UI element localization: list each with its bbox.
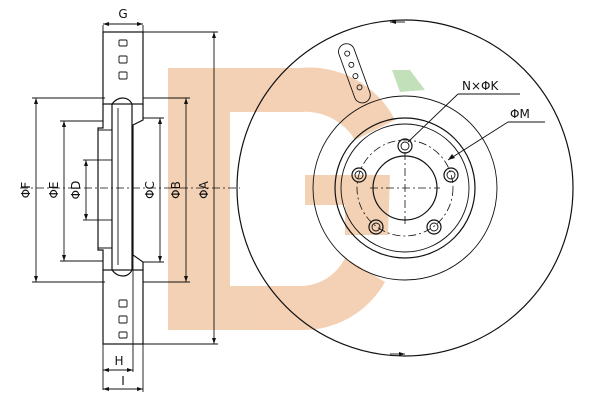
label-d: ΦD: [69, 181, 83, 200]
label-e: ΦE: [47, 181, 61, 198]
side-section-view: [20, 31, 240, 345]
watermark-arc-bottom: [230, 258, 385, 331]
watermark-arc-top: [230, 67, 395, 140]
leader-nk: [407, 93, 459, 143]
hat-outline-right: [132, 104, 144, 270]
leader-m: [447, 121, 509, 161]
label-c: ΦC: [143, 181, 157, 199]
drill-slot-pattern: [338, 43, 371, 104]
rotation-arrow-bottom: [390, 352, 405, 356]
label-h: H: [114, 354, 123, 368]
bolt-circle: [356, 139, 454, 237]
hub-face: [98, 129, 112, 249]
ring-section-bottom: [102, 269, 144, 345]
hat-wall: [111, 97, 133, 277]
label-b: ΦB: [169, 181, 183, 199]
label-m: ΦM: [510, 107, 530, 121]
disc-outer-circle: [236, 19, 574, 357]
label-f: ΦF: [19, 182, 33, 198]
hat-inner-circle: [340, 123, 470, 253]
front-view: [236, 19, 574, 357]
cooling-vanes: [118, 39, 128, 339]
hat-outline-left: [97, 104, 104, 270]
label-nk: N×ΦK: [462, 79, 499, 93]
label-a: ΦA: [197, 180, 211, 198]
label-i: I: [121, 374, 125, 388]
watermark-bar: [168, 68, 230, 330]
watermark-logo: [168, 67, 425, 331]
watermark-green-mark: [392, 70, 425, 92]
label-g: G: [118, 7, 127, 21]
side-dimensions: [32, 22, 218, 392]
bolt-holes: [351, 138, 459, 235]
hub-bore: [97, 159, 113, 221]
ring-section-top: [102, 31, 144, 105]
disc-inner-edge: [312, 95, 498, 281]
rotation-arrow-top: [390, 20, 405, 24]
hat-outer-circle: [334, 117, 476, 259]
